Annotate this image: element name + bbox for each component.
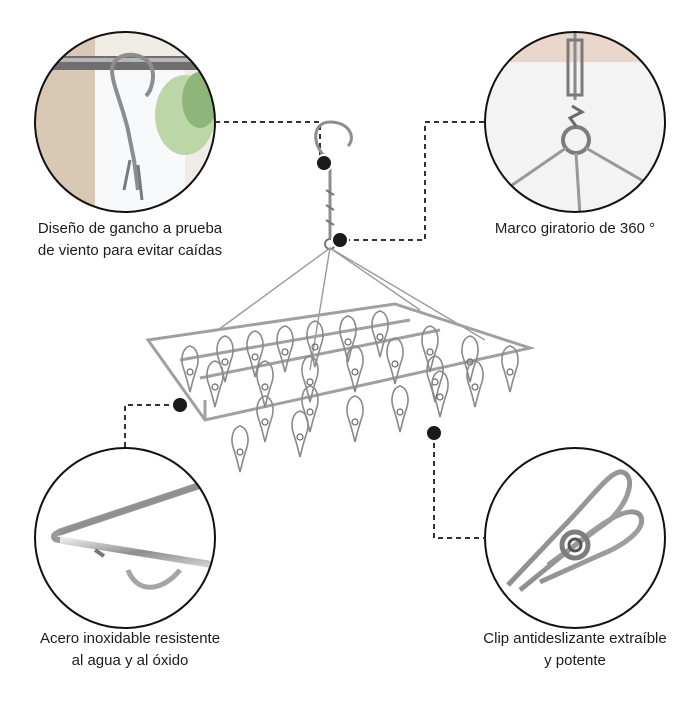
- hook-detail-photo: [34, 31, 216, 213]
- hanger-clips: [181, 310, 519, 473]
- caption-clip-line2: y potente: [544, 652, 606, 669]
- caption-hook-line2: de viento para evitar caídas: [37, 242, 223, 259]
- hanger-product-image: [145, 120, 536, 473]
- marker-swivel: [331, 231, 349, 249]
- frame-detail-photo: [34, 447, 216, 629]
- caption-steel: Acero inoxidable resistente al agua y al…: [10, 628, 250, 672]
- leader-swivel: [345, 121, 485, 241]
- caption-swivel-line1: Marco giratorio de 360 °: [494, 220, 656, 237]
- callout-markers: [171, 154, 443, 442]
- marker-steel: [171, 396, 189, 414]
- leader-hook: [215, 121, 321, 162]
- leader-lines: [124, 121, 485, 539]
- caption-hook: Diseño de gancho a prueba de viento para…: [10, 218, 250, 262]
- caption-steel-line2: al agua y al óxido: [71, 652, 189, 669]
- leader-clip: [433, 434, 485, 539]
- caption-hook-line1: Diseño de gancho a prueba: [37, 220, 223, 237]
- marker-clip: [425, 424, 443, 442]
- caption-swivel: Marco giratorio de 360 °: [470, 218, 680, 240]
- caption-steel-line1: Acero inoxidable resistente: [39, 630, 221, 647]
- leader-steel: [124, 404, 178, 448]
- caption-clip: Clip antideslizante extraíble y potente: [460, 628, 690, 672]
- marker-hook: [315, 154, 333, 172]
- caption-clip-line1: Clip antideslizante extraíble: [483, 630, 667, 647]
- swivel-detail-photo: [484, 31, 666, 213]
- clip-detail-photo: [484, 447, 666, 629]
